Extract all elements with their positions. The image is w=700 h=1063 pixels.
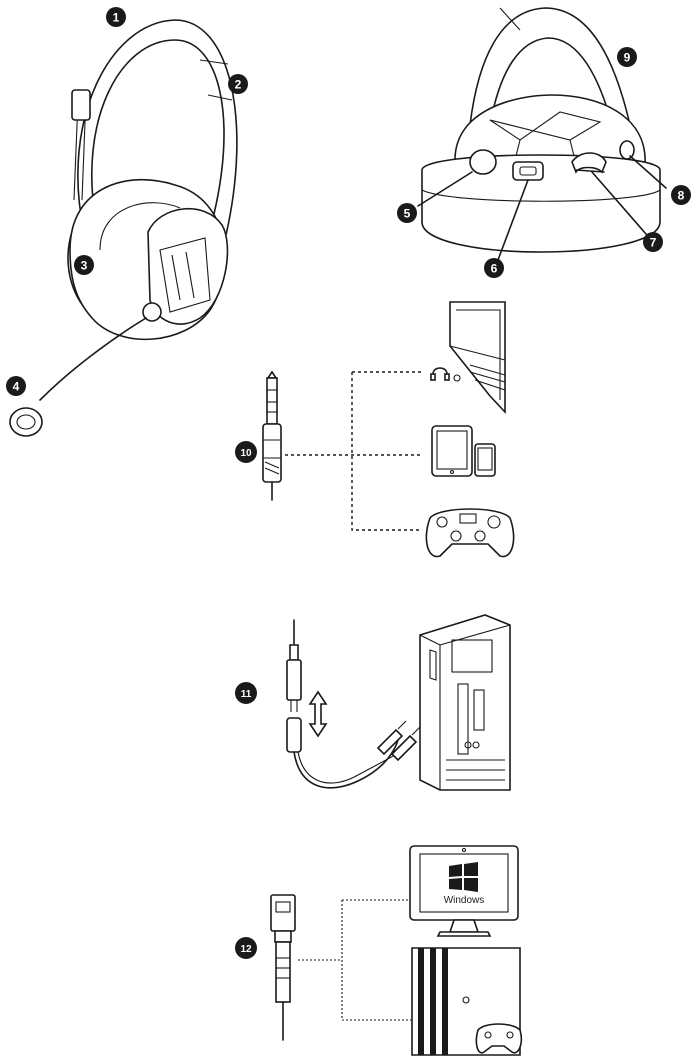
callout-6: 6 xyxy=(484,258,504,278)
svg-text:9: 9 xyxy=(624,51,631,65)
callout-8: 8 xyxy=(671,185,691,205)
svg-text:10: 10 xyxy=(240,448,252,459)
callout-12: 12 xyxy=(235,937,257,959)
svg-text:5: 5 xyxy=(404,207,411,221)
monitor-os-label: Windows xyxy=(444,895,485,906)
mic-mute-button-illustration xyxy=(470,150,496,174)
callout-9: 9 xyxy=(617,47,637,67)
svg-text:2: 2 xyxy=(235,78,242,92)
svg-text:8: 8 xyxy=(678,189,685,203)
svg-text:7: 7 xyxy=(650,236,657,250)
usb-port-illustration xyxy=(513,162,543,180)
svg-text:3: 3 xyxy=(81,259,88,273)
callout-3: 3 xyxy=(74,255,94,275)
svg-text:11: 11 xyxy=(241,689,252,700)
callout-4: 4 xyxy=(6,376,26,396)
callout-11: 11 xyxy=(235,682,257,704)
svg-text:1: 1 xyxy=(113,11,120,25)
callout-5: 5 xyxy=(397,203,417,223)
jack-connection-diagram xyxy=(263,302,514,557)
callout-10: 10 xyxy=(235,441,257,463)
svg-text:12: 12 xyxy=(240,944,252,955)
callout-2: 2 xyxy=(228,74,248,94)
svg-text:4: 4 xyxy=(13,380,20,394)
usb-connection-diagram: Windows xyxy=(271,846,521,1055)
control-base-illustration xyxy=(418,8,666,260)
svg-text:6: 6 xyxy=(491,262,498,276)
headset-illustration xyxy=(10,20,237,436)
callout-1: 1 xyxy=(106,7,126,27)
pc-splitter-diagram xyxy=(287,615,510,790)
callout-7: 7 xyxy=(643,232,663,252)
